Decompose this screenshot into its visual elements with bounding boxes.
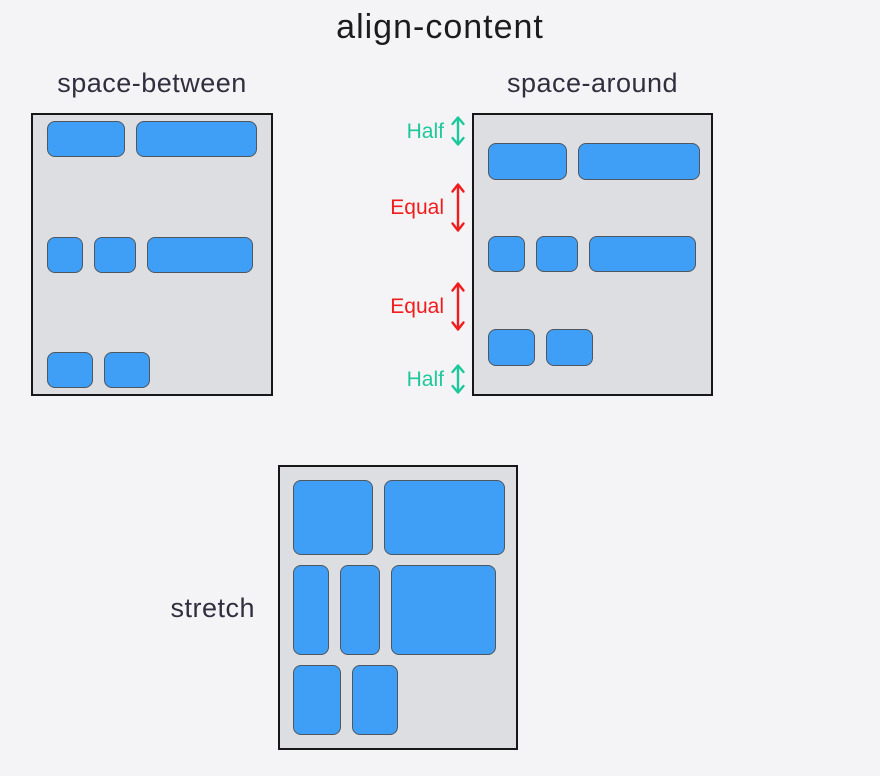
flex-item	[293, 565, 329, 655]
flex-item	[352, 665, 398, 735]
flex-row	[488, 143, 700, 181]
flex-row	[293, 565, 503, 655]
double-arrow-icon	[449, 114, 467, 148]
flex-item	[384, 480, 505, 555]
flex-item	[340, 565, 380, 655]
double-arrow-icon	[449, 280, 467, 333]
flex-row	[293, 665, 503, 735]
flex-item	[391, 565, 496, 655]
annotation-label: Half	[406, 119, 444, 143]
annotation-equal-lower: Equal	[390, 280, 467, 333]
annotation-label: Equal	[390, 295, 444, 318]
flex-container-stretch	[278, 465, 518, 750]
flex-row	[293, 480, 505, 555]
flex-row	[488, 328, 697, 366]
flex-item	[536, 236, 578, 273]
panel-heading-space-between: space-between	[57, 68, 247, 98]
flex-item	[578, 143, 700, 181]
page-title: align-content	[336, 8, 544, 46]
flex-item	[47, 352, 93, 388]
annotation-label: Equal	[390, 196, 444, 219]
panel-heading-stretch: stretch	[170, 593, 255, 623]
flex-item	[488, 328, 535, 366]
flex-row	[488, 236, 697, 273]
flex-item	[546, 328, 593, 366]
double-arrow-icon	[449, 362, 467, 396]
flex-row	[47, 121, 257, 157]
flex-item	[293, 480, 373, 555]
double-arrow-icon	[449, 181, 467, 234]
flex-container-space-around	[472, 113, 713, 396]
flex-container-space-between	[31, 113, 273, 396]
flex-item	[47, 236, 83, 273]
annotation-equal-upper: Equal	[390, 181, 467, 234]
flex-item	[136, 121, 257, 157]
panel-heading-space-around: space-around	[506, 68, 679, 98]
flex-item	[293, 665, 341, 735]
annotation-label: Half	[406, 367, 444, 391]
annotation-half-bottom: Half	[407, 362, 467, 396]
flex-item	[94, 236, 136, 273]
flex-row	[47, 352, 257, 388]
flex-item	[47, 121, 125, 157]
flex-item	[488, 236, 525, 273]
flex-item	[104, 352, 150, 388]
flex-item	[488, 143, 567, 181]
flex-item	[589, 236, 696, 273]
flex-item	[147, 236, 253, 273]
flex-row	[47, 236, 257, 273]
annotation-half-top: Half	[407, 114, 467, 148]
